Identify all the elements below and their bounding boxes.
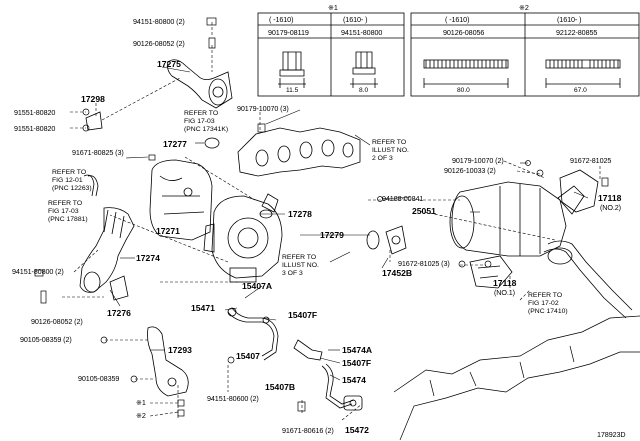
spec2-header-late: (1610- ) [557, 15, 582, 24]
flange-nut-1-drawing [278, 51, 306, 88]
label-17271[interactable]: 17271 [156, 226, 180, 236]
refer-illust-2-of-3[interactable]: REFER TO ILLUST NO. 2 OF 3 [372, 139, 409, 162]
label-17277[interactable]: 17277 [163, 139, 187, 149]
bracket-17298 [85, 111, 103, 131]
stud-bolt-1-drawing [423, 59, 509, 88]
label-star-1: ※1 [136, 398, 146, 407]
label-90126-10033[interactable]: 90126-10033 (2) [444, 166, 496, 175]
heat-insulator-17271 [149, 159, 213, 241]
catalytic-converter-25051 [449, 181, 585, 257]
spec1-part-late: 94151-80800 [341, 28, 383, 37]
label-17275[interactable]: 17275 [157, 59, 181, 69]
label-91672-81025-top[interactable]: 91672-81025 [570, 156, 612, 165]
label-17293[interactable]: 17293 [168, 345, 192, 355]
label-94188-00841[interactable]: 94188-00841 [382, 194, 424, 203]
exhaust-manifold-drawing [237, 127, 361, 177]
spec1-header-late: (1610- ) [343, 15, 368, 24]
spec2-header-early: ( -1610) [445, 15, 470, 24]
label-91671-80825[interactable]: 91671-80825 (3) [72, 148, 124, 157]
nut-top-drawing [206, 17, 217, 26]
label-17118-no2-sub: (NO.2) [600, 203, 621, 212]
label-17278[interactable]: 17278 [288, 209, 312, 219]
engine-block-outline [393, 315, 640, 441]
label-90105-08359-b[interactable]: 90105-08359 [78, 374, 120, 383]
footnote-mark-1: ※1 [328, 3, 338, 12]
label-15407F-a[interactable]: 15407F [288, 310, 318, 320]
label-17276[interactable]: 17276 [107, 308, 131, 318]
label-17274[interactable]: 17274 [136, 253, 160, 263]
label-17452B[interactable]: 17452B [382, 268, 413, 278]
label-91672-81025-mid[interactable]: 91672-81025 (3) [398, 259, 450, 268]
stud-bolt-2-drawing [545, 59, 621, 88]
spec1-dim-early: 11.5 [286, 87, 299, 94]
label-90179-10070-right[interactable]: 90179-10070 (2) [452, 156, 504, 165]
refer-fig-17-02[interactable]: REFER TO FIG 17-02 (PNC 17410) [528, 292, 568, 315]
spec2-part-late: 92122-80855 [556, 28, 598, 37]
hose-clamp-17276 [109, 275, 129, 301]
intake-pipe-17274 [79, 207, 135, 293]
oil-hose-15474A [293, 339, 323, 361]
refer-fig-17-03-top[interactable]: REFER TO FIG 17-03 (PNC 17341K) [184, 110, 229, 133]
flange-nut-2-drawing [350, 51, 378, 88]
spec2-part-early: 90126-08056 [443, 28, 485, 37]
label-15474[interactable]: 15474 [342, 375, 366, 385]
label-15407[interactable]: 15407 [236, 351, 260, 361]
label-90126-08052-top[interactable]: 90126-08052 (2) [133, 39, 185, 48]
label-94151-80800-mid[interactable]: 94151-80800 (2) [12, 267, 64, 276]
spec1-dim-late: 8.0 [359, 87, 369, 94]
diagram-id: 178923D [597, 430, 626, 439]
spec1-part-early: 90179-08119 [268, 28, 309, 37]
small-pipe-12263 [83, 174, 99, 197]
label-star-2: ※2 [136, 411, 146, 420]
label-15474A[interactable]: 15474A [342, 345, 373, 355]
exhaust-pipe-flange [543, 240, 633, 319]
label-15471[interactable]: 15471 [191, 303, 215, 313]
spec2-dim-early: 80.0 [457, 87, 470, 94]
gasket-17279 [366, 230, 380, 250]
label-91551-80820-a[interactable]: 91551-80820 [14, 108, 56, 117]
label-94151-80600[interactable]: 94151-80600 (2) [207, 394, 259, 403]
label-90179-10070-top[interactable]: 90179-10070 (3) [237, 104, 289, 113]
label-15472[interactable]: 15472 [345, 425, 369, 435]
label-15407A[interactable]: 15407A [242, 281, 273, 291]
refer-fig-12-01[interactable]: REFER TO FIG 12-01 (PNC 12263) [52, 169, 92, 192]
spec1-header-early: ( -1610) [269, 15, 294, 24]
label-91671-80616[interactable]: 91671-80616 (2) [282, 426, 334, 435]
label-94151-80800-top[interactable]: 94151-80800 (2) [133, 17, 185, 26]
refer-illust-3-of-3[interactable]: REFER TO ILLUST NO. 3 OF 3 [282, 254, 319, 277]
label-15407F-b[interactable]: 15407F [342, 358, 372, 368]
label-17298[interactable]: 17298 [81, 94, 105, 104]
gasket-17278 [259, 209, 273, 219]
heat-insulator-17118-no2 [559, 169, 599, 213]
gasket-15472 [343, 395, 363, 411]
stay-17293 [147, 326, 189, 397]
label-90126-08052-mid[interactable]: 90126-08052 (2) [31, 317, 83, 326]
gasket-17452B [385, 225, 407, 255]
oil-pipe-15474 [321, 363, 355, 409]
turbocharger-drawing [203, 193, 283, 283]
label-17279[interactable]: 17279 [320, 230, 344, 240]
label-25051[interactable]: 25051 [412, 206, 436, 216]
outlet-elbow-17275 [167, 59, 233, 109]
refer-fig-17-03-mid[interactable]: REFER TO FIG 17-03 (PNC 17881) [48, 200, 88, 223]
label-17118-no1-sub: (NO.1) [494, 288, 515, 297]
label-91551-80820-b[interactable]: 91551-80820 [14, 124, 56, 133]
spec2-dim-late: 67.0 [574, 87, 587, 94]
gasket-17277 [204, 137, 220, 149]
label-17118-no2[interactable]: 17118 [598, 193, 622, 203]
label-90105-08359-a[interactable]: 90105-08359 (2) [20, 335, 72, 344]
label-17118-no1[interactable]: 17118 [493, 278, 517, 288]
footnote-mark-2: ※2 [519, 3, 529, 12]
oil-pipe-15407 [227, 307, 279, 361]
label-15407B[interactable]: 15407B [265, 382, 296, 392]
